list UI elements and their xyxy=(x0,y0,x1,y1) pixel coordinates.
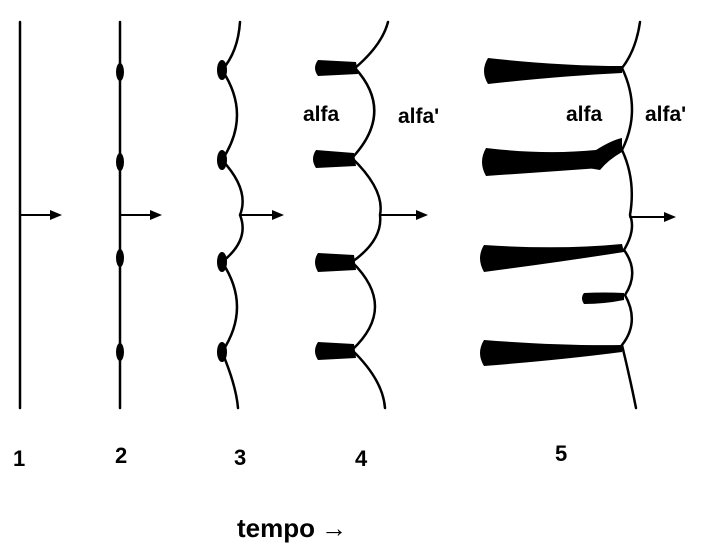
stage-3-allotriomorph xyxy=(217,150,227,170)
stage-label-5: 5 xyxy=(555,441,568,466)
stage-label-2: 2 xyxy=(115,443,128,468)
stage-1-growth-arrow-head xyxy=(50,210,62,220)
stage-1-boundary xyxy=(18,20,62,410)
stage-4-allotriomorph xyxy=(315,60,358,76)
stage-3-growth-arrow-head xyxy=(272,210,284,220)
stage-2-nucleus xyxy=(116,249,124,267)
stage-2-nucleus xyxy=(116,153,124,171)
stage-5-alpha-prime-label: alfa' xyxy=(645,103,687,126)
stage-2-nucleus xyxy=(116,63,124,81)
stage-4-allotriomorph xyxy=(315,253,356,272)
stage-5-side-plate xyxy=(582,292,624,304)
stage-5-side-plate xyxy=(480,340,622,366)
stage-4-alpha-prime-label: alfa' xyxy=(398,105,440,128)
stage-5-side-plate xyxy=(480,244,624,272)
stage-4-allotriomorph xyxy=(313,150,356,168)
stage-2-nucleus xyxy=(116,343,124,361)
stage-3-allotriomorph xyxy=(217,342,227,362)
time-axis-label: tempo→ xyxy=(237,515,347,541)
stage-5-boundary-line xyxy=(620,20,642,410)
stage-label-1: 1 xyxy=(13,446,26,471)
stage-5-boundary xyxy=(480,20,676,410)
stage-3-allotriomorph xyxy=(217,60,227,80)
stage-2-growth-arrow-head xyxy=(150,210,162,220)
time-axis-text: tempo xyxy=(237,513,315,543)
right-arrow-icon: → xyxy=(321,513,347,543)
stage-label-4: 4 xyxy=(355,446,368,471)
stage-5-alpha-label: alfa xyxy=(566,103,603,126)
stage-5-side-plate xyxy=(482,138,622,176)
stage-label-3: 3 xyxy=(234,445,247,470)
stage-4-boundary xyxy=(313,20,428,410)
stage-4-allotriomorph xyxy=(315,342,356,360)
stage-2-boundary xyxy=(116,20,162,410)
stage-5-side-plate xyxy=(588,148,622,170)
stage-4-alpha-label: alfa xyxy=(303,103,340,126)
stage-5-side-plate xyxy=(484,58,622,84)
stage-3-allotriomorph xyxy=(217,252,227,272)
stage-3-boundary xyxy=(217,20,284,410)
stage-4-growth-arrow-head xyxy=(416,210,428,220)
stage-5-growth-arrow-head xyxy=(664,212,676,222)
